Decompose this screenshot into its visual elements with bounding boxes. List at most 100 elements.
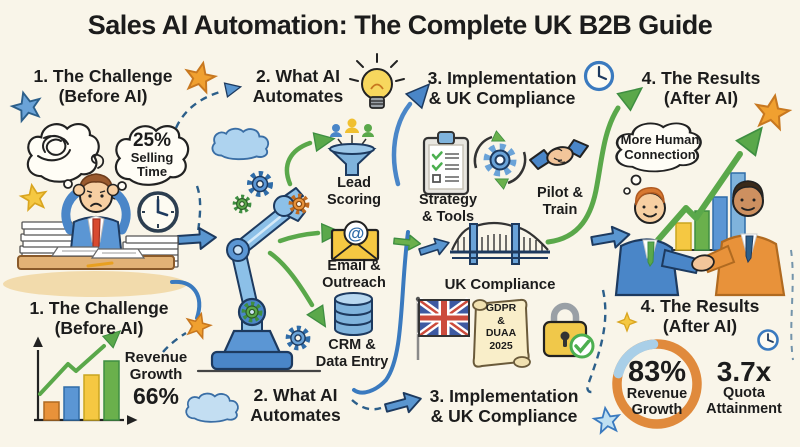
header-line: (After AI) <box>663 87 739 108</box>
arrowhead <box>223 79 243 98</box>
header-line: (Before AI) <box>54 317 144 338</box>
scroll-line: 2025 <box>489 339 513 352</box>
header-line: 2. What AI <box>256 66 340 86</box>
header-line: 4. The Results <box>640 296 760 316</box>
clipboard-checklist-icon <box>422 131 470 196</box>
human-connection-bubble-icon <box>615 122 702 195</box>
flow-swooshes <box>170 79 794 395</box>
lead-scoring-label: Lead Scoring <box>312 175 396 208</box>
label-line: CRM & <box>328 337 376 353</box>
robot-arm-icon <box>196 187 322 373</box>
handshake-icon <box>529 139 589 170</box>
clock-icon <box>583 60 615 92</box>
pilot-train-label: Pilot & Train <box>524 185 596 218</box>
gear-cycle-icon <box>473 130 527 190</box>
label-line: Lead <box>337 175 371 191</box>
label-line: Email & <box>327 258 381 274</box>
selling-time-value: 25% <box>132 130 172 151</box>
header-line: 3. Implementation <box>427 68 577 88</box>
revenue-label: Revenue <box>124 349 188 366</box>
donut-value: 83% <box>627 356 687 388</box>
label-line: More Human <box>620 132 700 147</box>
scroll-line: & <box>497 314 505 327</box>
gdpr-duaa-label: GDPR & DUAA 2025 <box>474 302 528 352</box>
header-challenge-bottom: 1. The Challenge (Before AI) <box>15 298 183 338</box>
header-line: 3. Implementation <box>429 386 579 406</box>
donut-chart-icon <box>612 339 702 429</box>
label-line: Scoring <box>327 191 381 208</box>
donut-label: Growth <box>631 401 683 418</box>
clock-icon <box>137 191 179 233</box>
star-icon <box>182 58 219 95</box>
label-line: Strategy <box>418 192 478 208</box>
at-symbol: @ <box>347 224 365 243</box>
uk-flag-icon <box>415 296 472 360</box>
stressed-worker-icon <box>17 153 179 270</box>
header-line: 2. What AI <box>253 385 338 405</box>
header-line: (Before AI) <box>58 85 148 106</box>
funnel-leads-icon <box>327 118 377 176</box>
header-implementation-top: 3. Implementation & UK Compliance <box>418 68 586 108</box>
star-icon <box>18 181 49 212</box>
selling-time-stat: 25% Selling Time <box>116 131 188 180</box>
quota-label: Quota <box>723 385 765 402</box>
email-at-icon <box>330 220 380 262</box>
email-outreach-label: Email & Outreach <box>308 258 400 291</box>
header-results-bottom: 4. The Results (After AI) <box>625 296 775 336</box>
revenue-growth-stat: Revenue Growth 66% <box>118 349 194 409</box>
quota-attainment-stat: 3.7x Quota Attainment <box>698 357 790 418</box>
label-line: Train <box>542 201 578 218</box>
sparkle-icon <box>616 311 638 333</box>
gear-icon <box>232 194 252 214</box>
scroll-line: GDPR <box>485 302 517 314</box>
gear-icon <box>288 193 310 215</box>
header-automates-top: 2. What AI Automates <box>248 66 348 106</box>
label-line: & Tools <box>421 208 475 225</box>
uk-compliance-label: UK Compliance <box>444 276 556 293</box>
header-line: Automates <box>250 404 341 425</box>
label-line: Data Entry <box>315 353 389 370</box>
growth-label: Growth <box>129 365 183 383</box>
strategy-tools-label: Strategy & Tools <box>405 192 491 225</box>
more-human-connection-label: More Human Connection <box>618 132 702 163</box>
quota-value: 3.7x <box>716 356 772 387</box>
label-line: Connection <box>624 146 696 162</box>
crm-data-entry-label: CRM & Data Entry <box>300 337 404 370</box>
header-implementation-bottom: 3. Implementation & UK Compliance <box>424 386 584 426</box>
quota-label: Attainment <box>706 401 782 418</box>
ground-blob <box>3 271 187 297</box>
label-line: Pilot & <box>537 185 583 201</box>
scroll-icon <box>472 298 531 368</box>
header-challenge-top: 1. The Challenge (Before AI) <box>18 66 188 106</box>
header-line: (After AI) <box>662 315 738 336</box>
header-line: 1. The Challenge <box>29 298 169 318</box>
database-icon <box>334 292 373 336</box>
header-line: 4. The Results <box>641 68 761 88</box>
lightbulb-icon <box>349 53 405 109</box>
gear-icon <box>241 301 263 323</box>
bridge-icon <box>450 221 550 265</box>
donut-label: Revenue <box>626 386 688 402</box>
revenue-bar-chart-icon <box>33 324 138 425</box>
gear-icon <box>247 171 273 197</box>
businessmen-handshake-icon <box>614 119 786 297</box>
header-line: 1. The Challenge <box>33 66 173 86</box>
revenue-growth-83-stat: 83% Revenue Growth <box>614 358 700 418</box>
gear-icon <box>285 325 311 351</box>
header-line: Automates <box>252 85 344 106</box>
scroll-line: DUAA <box>485 327 517 339</box>
selling-time-line: Selling <box>130 149 174 165</box>
label-line: Outreach <box>322 274 386 291</box>
header-line: & UK Compliance <box>430 405 578 426</box>
page-title: Sales AI Automation: The Complete UK B2B… <box>87 10 713 40</box>
revenue-growth-value: 66% <box>132 383 180 409</box>
header-results-top: 4. The Results (After AI) <box>628 68 774 108</box>
padlock-check-icon <box>542 302 595 359</box>
flow-arrows <box>176 225 631 414</box>
header-line: & UK Compliance <box>428 87 576 108</box>
decorative-stars <box>8 58 793 435</box>
cloud-icon <box>211 127 270 161</box>
header-automates-bottom: 2. What AI Automates <box>228 385 363 425</box>
